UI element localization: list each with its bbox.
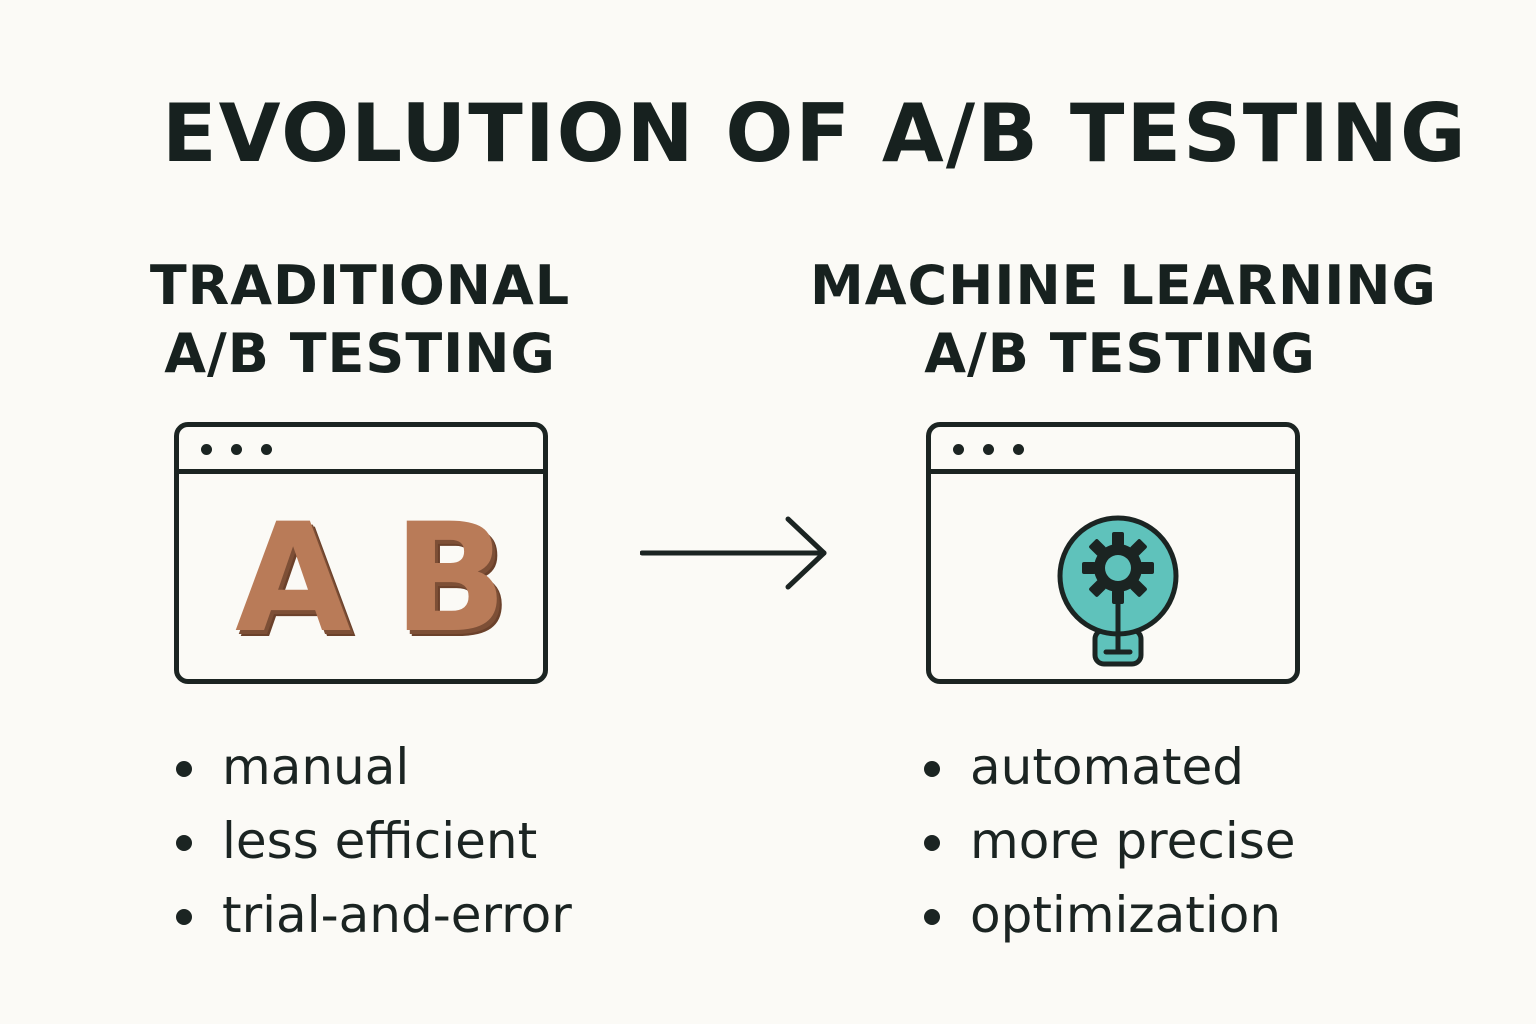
traditional-browser-window: A B: [174, 422, 548, 684]
window-dot-icon: [983, 444, 994, 455]
variant-a-letter: A: [235, 492, 352, 666]
bullet-icon: [176, 761, 192, 777]
browser-content: [931, 474, 1295, 679]
browser-content: A B: [179, 474, 543, 679]
window-dot-icon: [231, 444, 242, 455]
bullet-icon: [924, 761, 940, 777]
bullet-icon: [176, 835, 192, 851]
window-dot-icon: [261, 444, 272, 455]
browser-title-bar: [931, 427, 1295, 474]
window-dot-icon: [1013, 444, 1024, 455]
ml-heading-line2: A/B TESTING: [924, 322, 1316, 385]
ml-heading: MACHINE LEARNING A/B TESTING: [810, 252, 1437, 388]
bullet-icon: [924, 835, 940, 851]
bullet-icon: [176, 909, 192, 925]
page-title: EVOLUTION OF A/B TESTING: [162, 87, 1468, 180]
window-dot-icon: [953, 444, 964, 455]
traditional-heading-line2: A/B TESTING: [164, 322, 556, 385]
window-dot-icon: [201, 444, 212, 455]
ml-browser-window: [926, 422, 1300, 684]
ml-heading-line1: MACHINE LEARNING: [810, 254, 1437, 317]
lightbulb-gear-icon: [1057, 515, 1179, 667]
traditional-heading: TRADITIONAL A/B TESTING: [100, 252, 620, 388]
right-arrow-icon: [640, 516, 827, 590]
browser-title-bar: [179, 427, 543, 474]
variant-b-letter: B: [393, 492, 508, 666]
traditional-heading-line1: TRADITIONAL: [149, 254, 571, 317]
bullet-icon: [924, 909, 940, 925]
